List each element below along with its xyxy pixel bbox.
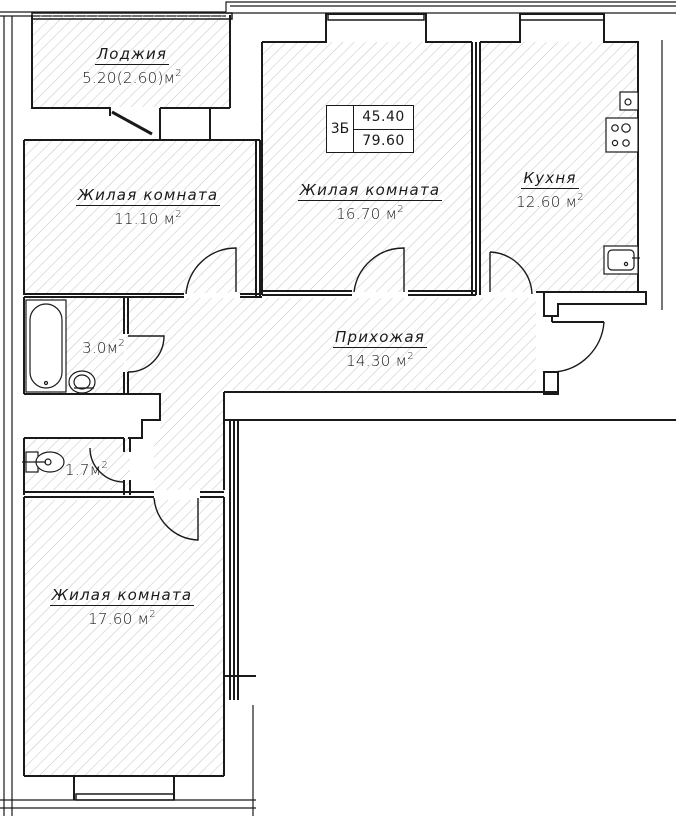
living-room-3-floor — [24, 500, 224, 776]
door-entrance — [553, 321, 605, 373]
door-living-room-3 — [153, 497, 199, 541]
room-label-living-room-2: Жилая комната 16.70 м2 — [297, 181, 443, 223]
living-room-1-floor — [24, 141, 256, 293]
fixtures — [22, 91, 640, 473]
kitchen-sink-icon — [603, 245, 640, 275]
room-label-bathroom: 3.0м2 — [82, 338, 126, 357]
apartment-badge: 3Б 45.40 79.60 — [326, 105, 414, 153]
living-room-2-floor — [262, 42, 472, 292]
room-name: Кухня — [521, 169, 579, 189]
room-area: 11.10 м — [114, 210, 176, 228]
room-area: 17.60 м — [88, 610, 150, 628]
room-area: 1.7м — [65, 461, 102, 479]
room-area: 16.70 м — [336, 205, 398, 223]
door-bathroom — [127, 335, 165, 373]
door-toilet — [89, 447, 125, 483]
loggia-floor — [32, 15, 230, 107]
door-kitchen — [489, 251, 533, 295]
room-area: 3.0м — [82, 339, 119, 357]
washbasin-icon — [68, 370, 96, 394]
room-label-hallway: Прихожая 14.30 м2 — [333, 328, 427, 370]
room-name: Жилая комната — [49, 586, 195, 606]
doors — [89, 110, 605, 541]
toilet-bowl-icon — [22, 451, 65, 473]
room-name: Жилая комната — [75, 186, 221, 206]
hallway-floor — [126, 298, 536, 490]
apartment-type: 3Б — [327, 106, 354, 152]
total-area-value: 79.60 — [362, 132, 405, 149]
room-name: Лоджия — [94, 45, 170, 65]
room-label-loggia: Лоджия 5.20(2.60)м2 — [82, 45, 182, 87]
bathtub-icon — [25, 299, 67, 393]
room-label-toilet: 1.7м2 — [65, 460, 109, 479]
kitchen-tap-icon — [619, 91, 639, 111]
room-label-living-room-1: Жилая комната 11.10 м2 — [75, 186, 221, 228]
door-loggia — [111, 110, 153, 136]
walls — [23, 12, 676, 801]
room-label-kitchen: Кухня 12.60 м2 — [516, 169, 584, 211]
room-area: 5.20(2.60)м — [82, 69, 176, 87]
room-label-living-room-3: Жилая комната 17.60 м2 — [49, 586, 195, 628]
stove-icon — [605, 117, 639, 153]
door-living-room-2 — [353, 247, 405, 293]
door-living-room-1 — [185, 247, 237, 295]
room-name: Жилая комната — [297, 181, 443, 201]
room-area: 12.60 м — [516, 193, 578, 211]
room-area: 14.30 м — [346, 352, 408, 370]
room-name: Прихожая — [333, 328, 427, 348]
living-area-value: 45.40 — [354, 106, 413, 130]
